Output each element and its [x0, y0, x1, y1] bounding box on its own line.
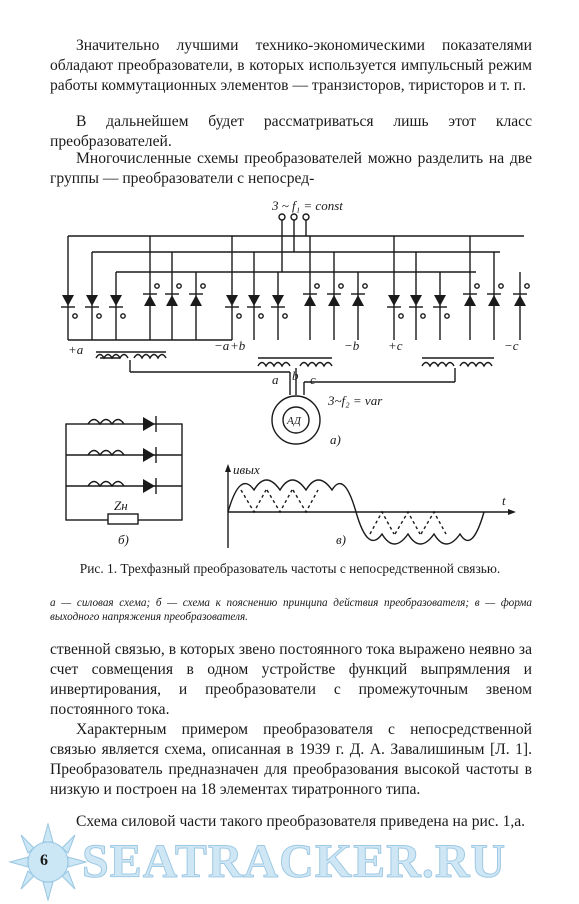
- thyristor-icon: [434, 295, 446, 306]
- paragraph-5: Характерным примером преобразователя с н…: [50, 721, 532, 798]
- part-b-label: б): [118, 532, 129, 547]
- part-a-label: а): [330, 432, 341, 447]
- svg-text:+b: +b: [230, 338, 246, 353]
- output-waveform: uвых t: [225, 462, 516, 548]
- reactors: [68, 339, 494, 395]
- thyristor-icon: [388, 295, 400, 306]
- figure-caption: Рис. 1. Трехфазный преобразователь часто…: [79, 561, 501, 576]
- svg-text:uвых: uвых: [233, 462, 260, 477]
- thyristor-icon: [166, 295, 178, 306]
- thyristor-icon: [488, 295, 500, 306]
- supply-buses: [68, 235, 524, 273]
- thyristor-icon: [226, 295, 238, 306]
- motor: АД: [271, 395, 321, 445]
- svg-text:АД: АД: [286, 415, 302, 427]
- phase-labels: +a −a +b −b +c −c a b c: [68, 338, 519, 387]
- svg-text:+c: +c: [388, 338, 403, 353]
- figure-legend: а — силовая схема; б — схема к пояснению…: [50, 597, 532, 623]
- watermark-logo-icon: [8, 822, 88, 902]
- svg-text:t: t: [502, 493, 506, 508]
- svg-text:−b: −b: [344, 338, 360, 353]
- svg-text:−c: −c: [504, 338, 519, 353]
- paragraph-3: Многочисленные схемы преобразователей мо…: [50, 150, 532, 187]
- thyristor-icon: [86, 295, 98, 306]
- supply-label: 3 ~ f₁ = const: [271, 198, 343, 213]
- thyristor-icon: [272, 295, 284, 306]
- thyristor-icon: [248, 295, 260, 306]
- thyristor-bank: [61, 236, 530, 340]
- svg-text:b: b: [292, 368, 299, 383]
- watermark-text: SEATRACKER.RU: [81, 835, 507, 889]
- svg-text:Zн: Zн: [114, 498, 128, 513]
- paragraph-1: Значительно лучшими технико-экономически…: [50, 37, 532, 94]
- svg-text:a: a: [272, 372, 279, 387]
- explanation-circuit: Zн: [65, 416, 183, 525]
- thyristor-icon: [328, 295, 340, 306]
- svg-text:+a: +a: [68, 342, 84, 357]
- thyristor-icon: [62, 295, 74, 306]
- svg-text:c: c: [310, 372, 316, 387]
- supply-terminals: [278, 213, 310, 272]
- paragraph-4: ственной связью, в которых звено постоян…: [50, 641, 532, 718]
- thyristor-icon: [110, 295, 122, 306]
- part-c-label: в): [336, 532, 346, 547]
- page-number: 6: [40, 852, 48, 869]
- thyristor-icon: [410, 295, 422, 306]
- paragraph-2: В дальнейшем будет рассматриваться лишь …: [50, 113, 532, 150]
- thyristor-icon: [144, 295, 156, 306]
- paragraph-6: Схема силовой части такого преобразовате…: [76, 813, 526, 830]
- output-label: 3~f₂ = var: [327, 393, 383, 408]
- svg-text:−a: −a: [214, 338, 230, 353]
- thyristor-icon: [190, 295, 202, 306]
- figure-1: 3 ~ f₁ = const +a −a: [61, 198, 530, 548]
- thyristor-icon: [304, 295, 316, 306]
- thyristor-icon: [464, 295, 476, 306]
- thyristor-icon: [352, 295, 364, 306]
- thyristor-icon: [514, 295, 526, 306]
